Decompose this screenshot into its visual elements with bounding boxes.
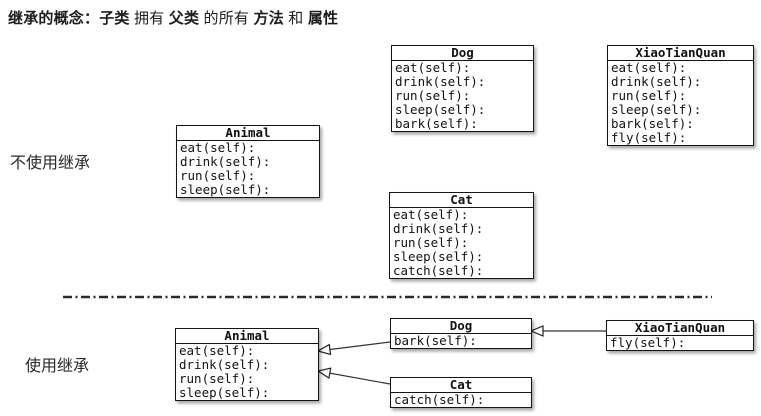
method-row: sleep(self): xyxy=(395,102,486,117)
method-row: catch(self): xyxy=(393,263,484,278)
section-label-inheritance: 使用继承 xyxy=(25,358,90,375)
method-row: eat(self): xyxy=(393,207,469,222)
method-row: run(self): xyxy=(611,88,687,103)
class-box-xiaotianquan-no-inherit: XiaoTianQuan eat(self): drink(self): run… xyxy=(607,45,754,146)
method-row: eat(self): xyxy=(395,60,471,75)
method-row: sleep(self): xyxy=(179,385,270,400)
inheritance-arrow-cat-to-animal xyxy=(318,371,391,385)
title-segment: 方法 xyxy=(253,10,284,27)
method-row: fly(self): xyxy=(610,335,686,350)
method-row: eat(self): xyxy=(611,60,687,75)
title-segment: 的所有 xyxy=(199,10,254,27)
class-title: Animal xyxy=(176,329,318,344)
method-row: run(self): xyxy=(393,235,469,250)
class-box-xiaotianquan-inherit: XiaoTianQuan fly(self): xyxy=(606,320,754,351)
method-row: fly(self): xyxy=(611,130,687,145)
method-row: run(self): xyxy=(395,88,471,103)
method-row: run(self): xyxy=(179,371,255,386)
method-row: bark(self): xyxy=(395,116,478,131)
method-row: sleep(self): xyxy=(611,102,702,117)
class-box-cat-inherit: Cat catch(self): xyxy=(390,377,532,408)
class-title: Animal xyxy=(177,126,319,141)
title-segment: 继承的概念： xyxy=(8,10,100,27)
method-row: drink(self): xyxy=(179,357,270,372)
class-box-cat-no-inherit: Cat eat(self): drink(self): run(self): s… xyxy=(389,192,534,279)
class-title: Cat xyxy=(390,193,533,208)
method-row: drink(self): xyxy=(180,154,271,169)
method-row: sleep(self): xyxy=(180,182,271,197)
title-segment: 属性 xyxy=(307,10,339,27)
method-row: eat(self): xyxy=(179,343,255,358)
class-title: Dog xyxy=(392,46,533,61)
method-row: sleep(self): xyxy=(393,249,484,264)
method-row: run(self): xyxy=(180,168,256,183)
title-segment: 和 xyxy=(283,10,308,27)
section-label-no-inheritance: 不使用继承 xyxy=(10,155,91,172)
class-box-dog-inherit: Dog bark(self): xyxy=(390,318,532,349)
method-row: bark(self): xyxy=(611,116,694,131)
inheritance-arrow-dog-to-animal xyxy=(318,341,391,351)
class-title: XiaoTianQuan xyxy=(608,46,753,61)
class-title: XiaoTianQuan xyxy=(607,321,753,336)
class-title: Cat xyxy=(391,378,531,393)
method-row: drink(self): xyxy=(393,221,484,236)
method-row: drink(self): xyxy=(395,74,486,89)
method-row: drink(self): xyxy=(611,74,702,89)
method-row: eat(self): xyxy=(180,140,256,155)
title-segment: 拥有 xyxy=(129,10,169,27)
title-segment: 父类 xyxy=(168,10,200,27)
class-box-dog-no-inherit: Dog eat(self): drink(self): run(self): s… xyxy=(391,45,534,132)
class-title: Dog xyxy=(391,319,531,334)
class-box-animal-no-inherit: Animal eat(self): drink(self): run(self)… xyxy=(176,125,320,198)
title-segment: 子类 xyxy=(99,10,130,27)
method-row: bark(self): xyxy=(394,333,477,348)
page-title: 继承的概念：子类 拥有 父类 的所有 方法 和 属性 xyxy=(8,7,338,28)
method-row: catch(self): xyxy=(394,392,485,407)
class-box-animal-inherit: Animal eat(self): drink(self): run(self)… xyxy=(175,328,319,401)
